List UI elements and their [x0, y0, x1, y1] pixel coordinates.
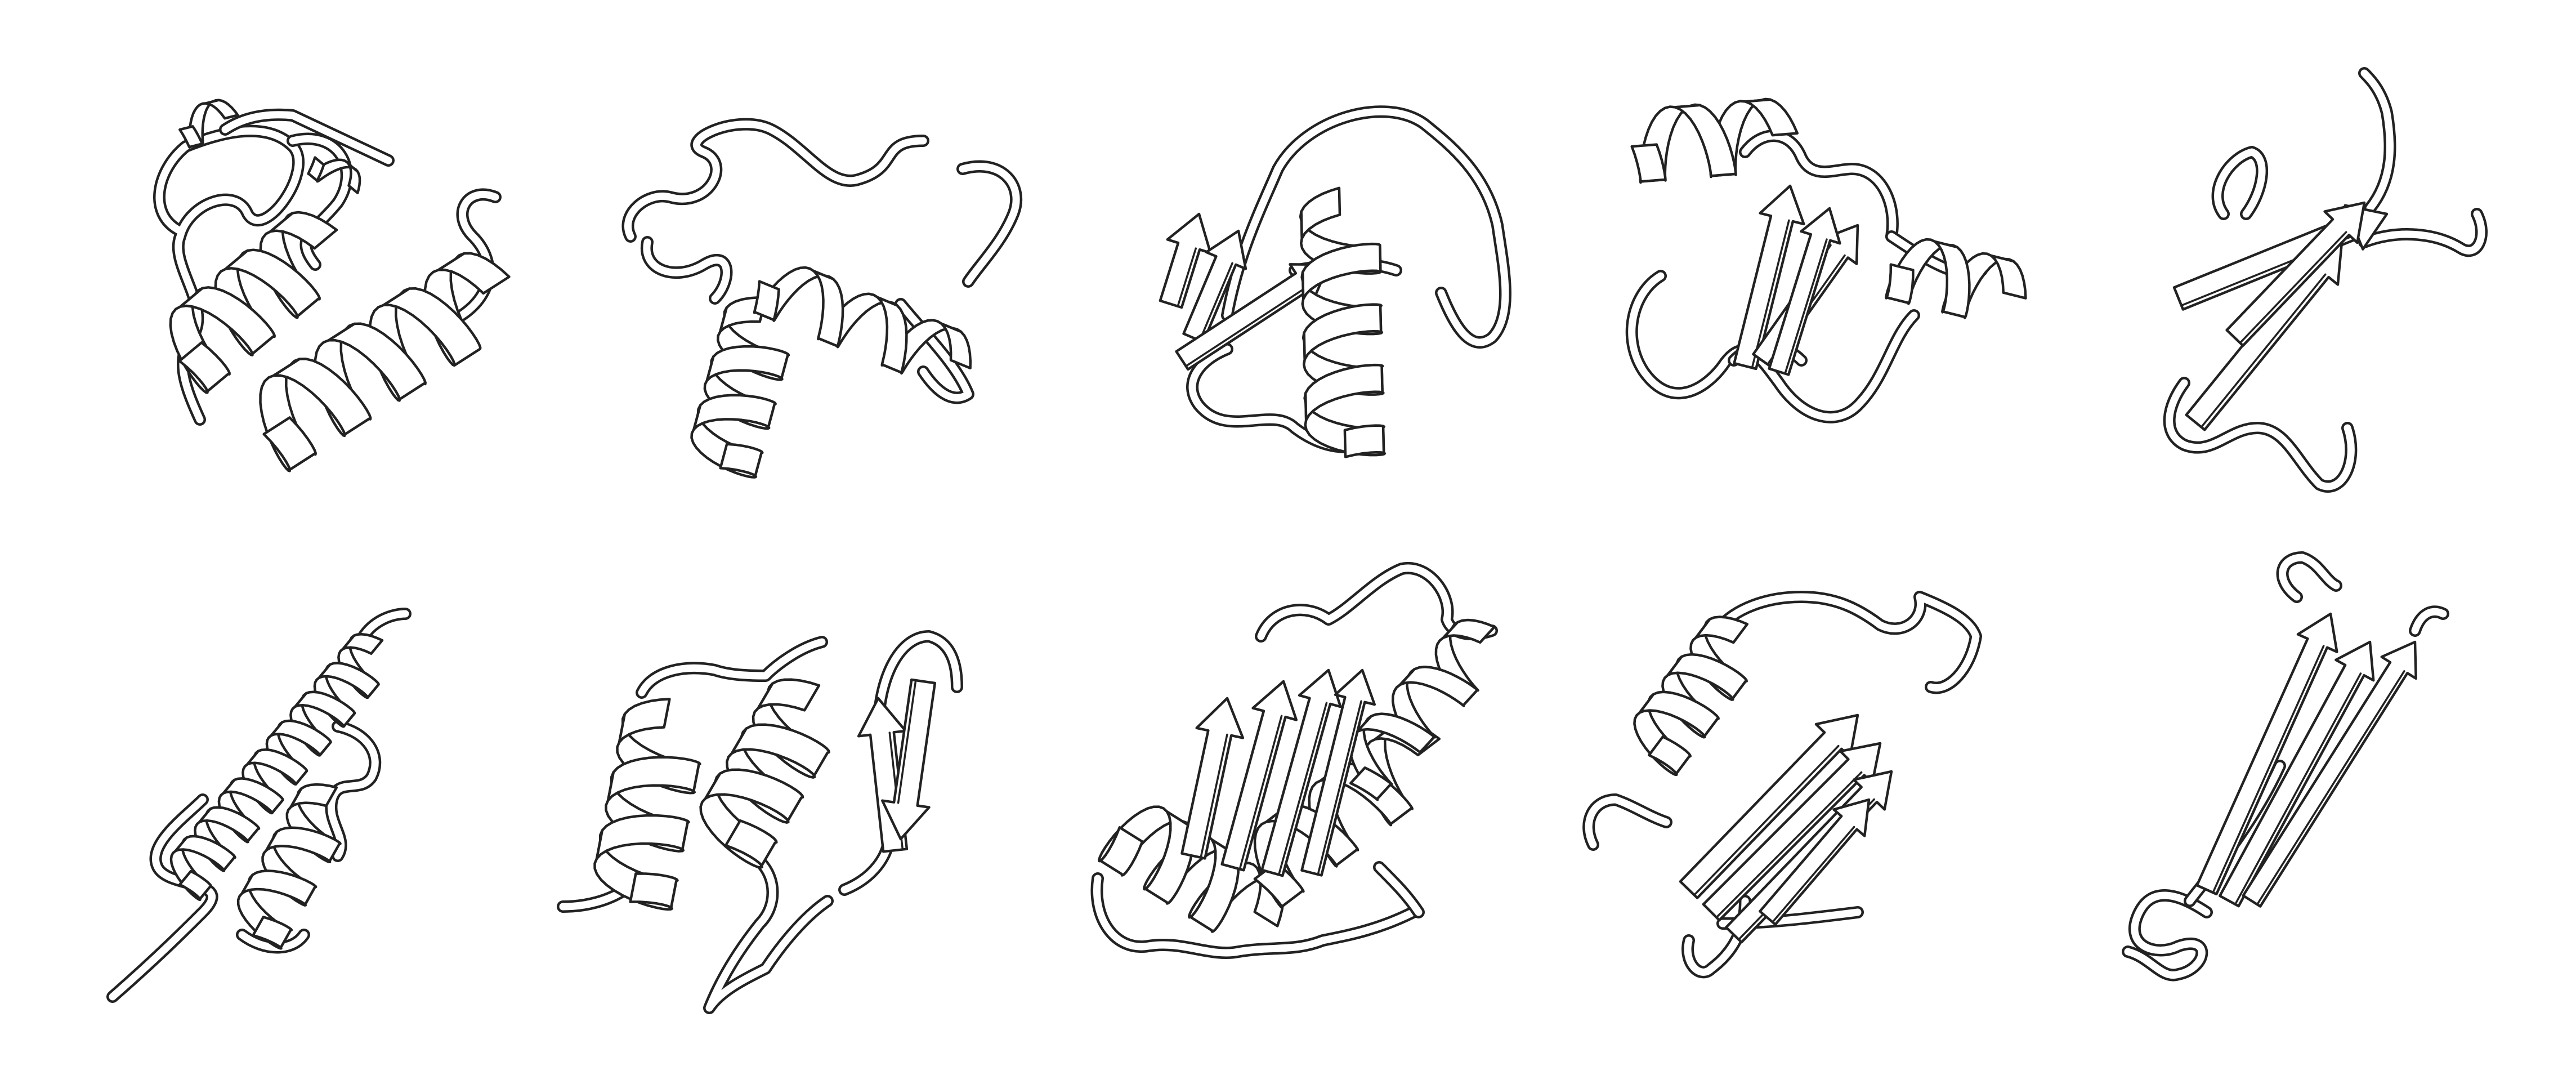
helix — [236, 783, 342, 950]
beta-strand — [881, 678, 937, 841]
loop — [956, 160, 1022, 288]
loop — [325, 720, 382, 862]
helix — [690, 296, 790, 479]
helix — [169, 211, 338, 394]
helix — [307, 156, 361, 194]
loop — [2163, 377, 2358, 493]
loop — [2358, 208, 2488, 257]
structure-5 — [2163, 67, 2488, 493]
loop — [1711, 591, 1982, 694]
beta-strand — [1180, 697, 1245, 860]
helix — [699, 678, 830, 869]
beta-strand — [1260, 668, 1342, 877]
beta-strand — [2195, 612, 2338, 896]
loop — [636, 636, 828, 699]
beta-strand — [1159, 212, 1212, 309]
structure-7 — [557, 630, 963, 1014]
helix — [593, 698, 701, 911]
loop — [1373, 861, 1425, 918]
helix — [1885, 238, 2027, 319]
beta-strand — [1768, 207, 1841, 376]
beta-strand — [1733, 184, 1805, 371]
helix — [169, 632, 384, 901]
structure-3 — [1159, 105, 1511, 458]
structure-9 — [1582, 591, 1982, 979]
helix — [1630, 97, 1799, 184]
beta-strand — [2219, 640, 2375, 908]
loop — [872, 630, 963, 738]
beta-strand — [1300, 668, 1376, 877]
loop — [2276, 551, 2342, 603]
helix — [753, 266, 972, 375]
beta-strand — [1220, 680, 1298, 872]
beta-strand — [2225, 201, 2366, 347]
loop — [2358, 67, 2396, 215]
structure-8 — [1090, 561, 1498, 960]
loop — [2409, 605, 2449, 637]
helix — [1299, 186, 1387, 458]
loop — [219, 108, 395, 167]
loop — [1221, 105, 1511, 349]
loop — [640, 236, 733, 305]
helix — [1348, 618, 1496, 801]
loop — [2211, 146, 2269, 220]
structure-6 — [106, 608, 412, 1003]
loop — [1582, 793, 1672, 851]
helix — [259, 252, 511, 472]
helix — [1633, 615, 1749, 777]
loop — [703, 855, 834, 1014]
loop — [1090, 872, 1419, 960]
structure-1 — [153, 99, 511, 472]
loop — [621, 118, 929, 243]
structure-4 — [1625, 97, 2027, 423]
structure-10 — [2122, 551, 2449, 982]
beta-strand — [1182, 229, 1247, 344]
structure-2 — [621, 118, 1022, 479]
helix — [178, 99, 239, 149]
beta-strand — [1759, 798, 1871, 926]
loop — [2122, 889, 2213, 982]
beta-strand — [2242, 640, 2417, 908]
